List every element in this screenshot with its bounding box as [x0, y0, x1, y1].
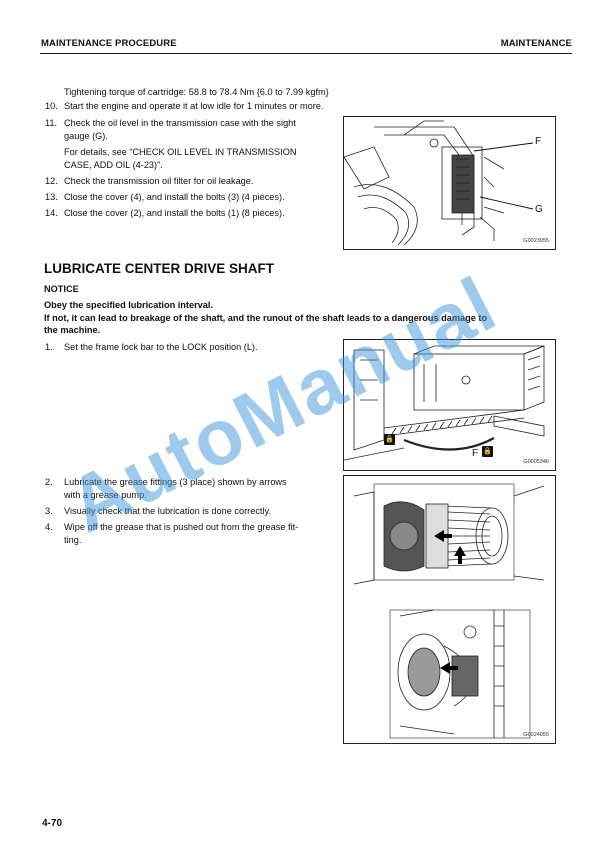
details-reference: For details, see “CHECK OIL LEVEL IN TRA… — [64, 147, 297, 170]
section-title: LUBRICATE CENTER DRIVE SHAFT — [44, 261, 275, 276]
frame-lock-illustration — [344, 345, 545, 461]
step-text: Close the cover (2), and install the bol… — [64, 208, 285, 218]
step-text: Set the frame lock bar to the LOCK posit… — [64, 342, 258, 352]
step-number: 3. — [45, 506, 53, 516]
figure-code: G0024055 — [523, 732, 549, 738]
page-number: 4-70 — [42, 818, 63, 829]
step-text: Wipe off the grease that is pushed out f… — [64, 522, 299, 545]
step-text: Start the engine and operate it at low i… — [64, 101, 324, 111]
figure-frame-lock-bar: 🔒 🔒 F G0005346 — [343, 339, 556, 471]
figure-code: G0005346 — [523, 459, 549, 465]
torque-note: Tightening torque of cartridge: 58.8 to … — [64, 87, 329, 97]
step-number: 1. — [45, 342, 53, 352]
step-number: 13. — [45, 192, 58, 202]
step-text: Check the oil level in the transmission … — [64, 118, 296, 141]
step-number: 14. — [45, 208, 58, 218]
figure-transmission-sight-gauge: F G G0023955 — [343, 116, 556, 250]
header-rule — [40, 53, 572, 54]
transmission-illustration — [344, 120, 534, 246]
notice-label: NOTICE — [44, 284, 79, 294]
header-section-title: MAINTENANCE PROCEDURE — [41, 38, 177, 49]
callout-g: G — [535, 204, 543, 215]
lock-icon: 🔒 — [384, 434, 395, 445]
step-number: 11. — [45, 118, 58, 128]
drive-shaft-illustration — [353, 483, 545, 739]
header-chapter-title: MAINTENANCE — [500, 38, 572, 49]
notice-text: Obey the specified lubrication interval.… — [44, 300, 488, 335]
step-number: 10. — [45, 101, 58, 111]
step-text: Close the cover (4), and install the bol… — [64, 192, 285, 202]
figure-grease-fittings: G0024055 — [343, 475, 556, 744]
step-number: 12. — [45, 176, 58, 186]
figure-code: G0023955 — [523, 238, 549, 244]
step-number: 2. — [45, 477, 53, 487]
step-text: Visually check that the lubrication is d… — [64, 506, 271, 516]
callout-f: F — [535, 136, 542, 147]
lock-icon: 🔒 — [482, 446, 493, 457]
callout-f: F — [472, 448, 479, 459]
step-text: Lubricate the grease fittings (3 place) … — [64, 477, 287, 500]
step-text: Check the transmission oil filter for oi… — [64, 176, 254, 186]
step-number: 4. — [45, 522, 53, 532]
